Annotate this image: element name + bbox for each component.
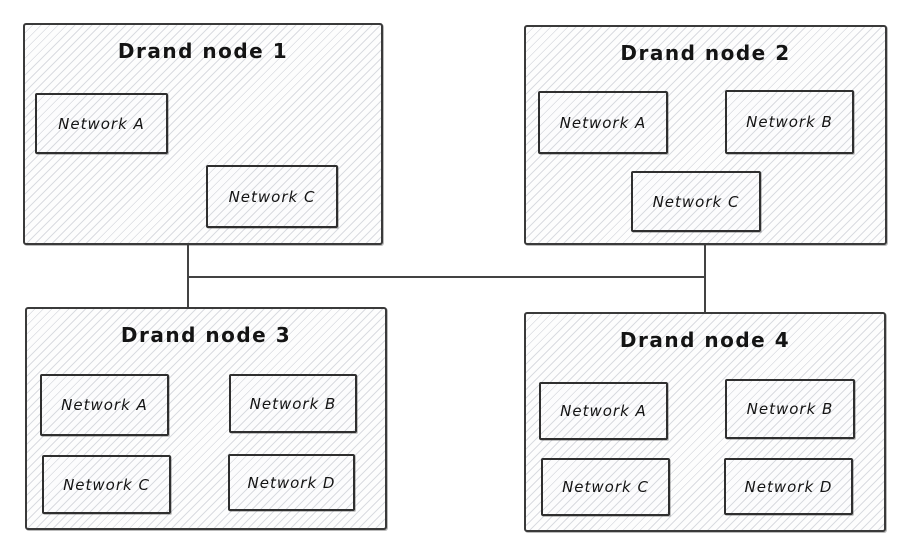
network-label: Network C <box>562 478 649 496</box>
network-label: Network A <box>58 114 145 133</box>
network-label: Network C <box>652 192 740 211</box>
node4-network-d-box: Network D <box>724 458 853 515</box>
network-label: Network B <box>746 400 834 418</box>
drand-node-4-box: Drand node 4 Network A Network B Network… <box>524 312 886 532</box>
node3-network-c-box: Network C <box>42 455 171 514</box>
node3-network-d-box: Network D <box>228 454 355 511</box>
node3-network-b-box: Network B <box>229 374 357 433</box>
node3-network-a-box: Network A <box>40 374 169 436</box>
network-label: Network A <box>559 113 647 132</box>
connector-horizontal-bus <box>187 276 706 278</box>
drand-node-1-title: Drand node 1 <box>117 39 289 63</box>
node2-network-c-box: Network C <box>631 171 761 232</box>
network-label: Network D <box>744 477 833 496</box>
drand-node-3-title: Drand node 3 <box>120 323 292 347</box>
drand-node-2-title: Drand node 2 <box>620 41 791 65</box>
network-label: Network B <box>249 394 337 413</box>
node1-network-a-box: Network A <box>35 93 168 154</box>
node1-network-c-box: Network C <box>206 165 338 228</box>
node4-network-a-box: Network A <box>539 382 668 440</box>
drand-node-4-title: Drand node 4 <box>619 328 791 352</box>
network-label: Network D <box>247 473 336 492</box>
drand-node-1-box: Drand node 1 Network A Network C <box>23 23 383 245</box>
drand-node-2-box: Drand node 2 Network A Network B Network… <box>524 25 887 245</box>
connector-node2-node4 <box>704 244 706 313</box>
network-label: Network C <box>228 187 316 206</box>
node4-network-c-box: Network C <box>541 458 670 516</box>
network-label: Network B <box>746 113 833 131</box>
network-label: Network C <box>63 475 150 494</box>
network-label: Network A <box>61 396 148 414</box>
node4-network-b-box: Network B <box>725 379 855 439</box>
drand-node-3-box: Drand node 3 Network A Network B Network… <box>25 307 387 530</box>
node2-network-b-box: Network B <box>725 90 854 154</box>
network-label: Network A <box>560 402 647 420</box>
node2-network-a-box: Network A <box>538 91 668 154</box>
